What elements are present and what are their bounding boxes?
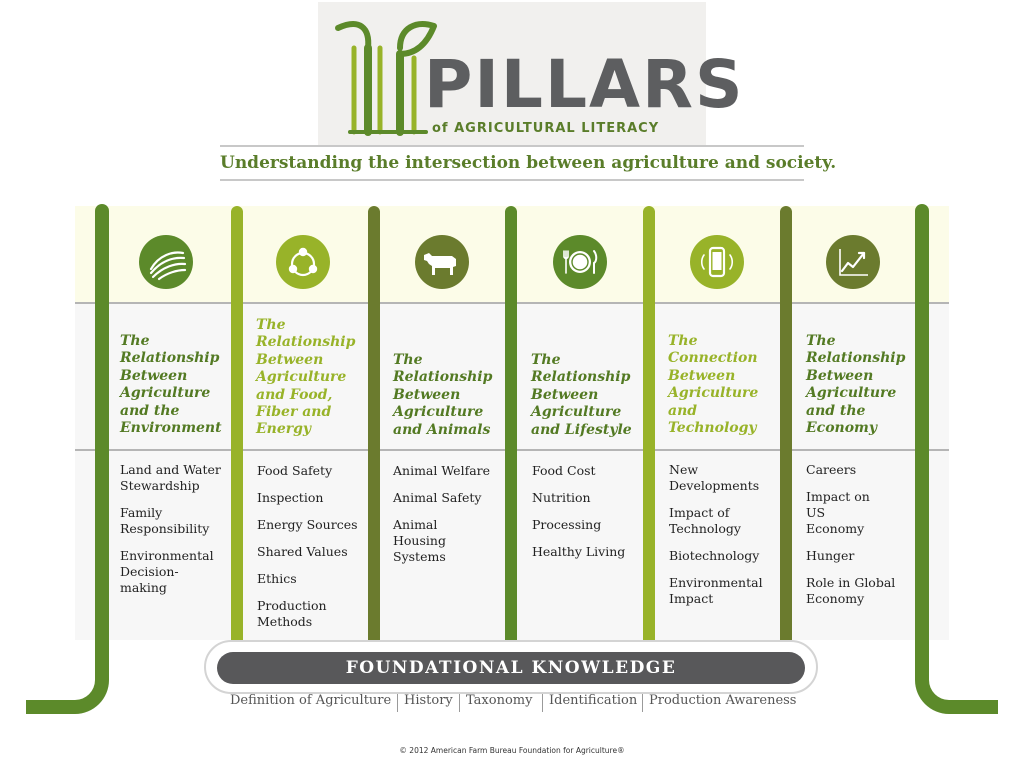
pillar-title-technology: The Connection Between Agriculture and T… xyxy=(668,333,759,437)
phone-icon xyxy=(690,235,744,289)
foundation-items: Definition of Agriculture History Taxono… xyxy=(222,693,802,713)
sprout-logo-icon xyxy=(335,21,437,136)
tagline-rule-bottom xyxy=(220,179,804,181)
list-item: Shared Values xyxy=(257,544,348,559)
pillar-title-lifestyle: The Relationship Between Agriculture and… xyxy=(531,352,632,438)
pillar-title-animals: The Relationship Between Agriculture and… xyxy=(393,352,493,438)
list-item: Energy Sources xyxy=(257,517,358,532)
list-item: Food Cost xyxy=(532,463,596,478)
pillar-title-environment: The Relationship Between Agriculture and… xyxy=(120,333,222,437)
list-item: Nutrition xyxy=(532,490,591,505)
list-item: Family Responsibility xyxy=(120,505,210,536)
pillar-items-lifestyle: Food Cost Nutrition Processing Healthy L… xyxy=(532,463,642,571)
foundation-item: History xyxy=(404,693,453,708)
right-outer-pillar-foot xyxy=(978,700,998,714)
list-item: Impact on US Economy xyxy=(806,489,870,536)
pillar-items-technology: New Developments Impact of Technology Bi… xyxy=(669,462,779,618)
chart-icon xyxy=(826,235,880,289)
right-outer-pillar-curve xyxy=(915,630,998,714)
tagline-rule-top xyxy=(220,145,804,147)
pillar-bar xyxy=(231,206,243,640)
left-outer-pillar-curve xyxy=(26,630,109,714)
list-item: Environmental Decision-making xyxy=(120,548,214,595)
logo-title: PILLARS xyxy=(424,46,745,123)
separator xyxy=(397,694,398,712)
list-item: Environmental Impact xyxy=(669,575,763,606)
list-item: Careers xyxy=(806,462,857,477)
pillar-bar xyxy=(780,206,792,640)
list-item: Processing xyxy=(532,517,602,532)
separator xyxy=(542,694,543,712)
list-item: New Developments xyxy=(669,462,760,493)
list-item: Role in Global Economy xyxy=(806,575,896,606)
farmland-icon xyxy=(139,235,193,289)
separator xyxy=(459,694,460,712)
list-item: Ethics xyxy=(257,571,297,586)
list-item: Animal Welfare xyxy=(393,463,491,478)
copyright-notice: © 2012 American Farm Bureau Foundation f… xyxy=(399,746,625,755)
left-outer-pillar xyxy=(95,204,109,654)
list-item: Hunger xyxy=(806,548,855,563)
foundation-item: Definition of Agriculture xyxy=(230,693,392,708)
pillar-items-economy: Careers Impact on US Economy Hunger Role… xyxy=(806,462,916,618)
list-item: Production Methods xyxy=(257,598,327,629)
separator xyxy=(642,694,643,712)
right-outer-pillar xyxy=(915,204,929,654)
foundation-item: Production Awareness xyxy=(649,693,797,708)
logo-subtitle: of AGRICULTURAL LITERACY xyxy=(432,121,660,136)
list-item: Inspection xyxy=(257,490,324,505)
list-item: Animal Housing Systems xyxy=(393,517,446,564)
pillar-title-economy: The Relationship Between Agriculture and… xyxy=(806,333,906,437)
tagline: Understanding the intersection between a… xyxy=(220,153,837,173)
pillar-items-environment: Land and Water Stewardship Family Respon… xyxy=(120,462,230,607)
pillar-bar xyxy=(368,206,380,640)
pillar-bar xyxy=(505,206,517,640)
plate-icon xyxy=(553,235,607,289)
foundation-item: Taxonomy xyxy=(466,693,533,708)
left-outer-pillar-foot xyxy=(26,700,46,714)
list-item: Food Safety xyxy=(257,463,333,478)
pillar-bar xyxy=(643,206,655,640)
pillar-items-food-fiber-energy: Food Safety Inspection Energy Sources Sh… xyxy=(257,463,367,641)
pillar-title-food-fiber-energy: The Relationship Between Agriculture and… xyxy=(256,317,356,438)
list-item: Healthy Living xyxy=(532,544,626,559)
pillar-items-animals: Animal Welfare Animal Safety Animal Hous… xyxy=(393,463,503,576)
foundation-item: Identification xyxy=(549,693,638,708)
cycle-icon xyxy=(276,235,330,289)
list-item: Animal Safety xyxy=(393,490,482,505)
list-item: Impact of Technology xyxy=(669,505,741,536)
logo-background xyxy=(318,2,706,146)
list-item: Biotechnology xyxy=(669,548,760,563)
foundation-title: FOUNDATIONAL KNOWLEDGE xyxy=(217,652,805,684)
list-item: Land and Water Stewardship xyxy=(120,462,221,493)
cow-icon xyxy=(415,235,469,289)
